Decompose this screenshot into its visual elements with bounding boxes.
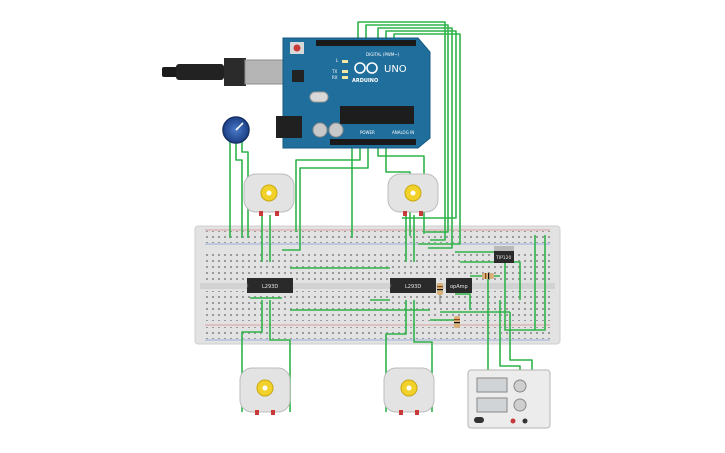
power-jack [276, 116, 302, 138]
dc-motor-top-left[interactable] [243, 173, 295, 216]
current-knob[interactable] [513, 398, 527, 412]
led-tx [342, 70, 348, 73]
digital-header [316, 40, 416, 46]
current-display [476, 397, 508, 413]
arduino-logo-icon [354, 62, 378, 74]
led-rx-label: RX [332, 75, 338, 80]
dc-motor-bottom-left[interactable] [239, 367, 291, 415]
usb-connector [224, 58, 246, 86]
negative-terminal [522, 418, 528, 424]
dc-power-supply[interactable] [467, 369, 551, 429]
power-rail-bottom [205, 327, 550, 339]
led-tx-label: TX [331, 69, 337, 74]
dc-motor-bottom-right[interactable] [383, 367, 435, 415]
led-l [342, 60, 348, 63]
breadboard [194, 225, 561, 345]
resistor-1[interactable] [437, 283, 443, 304]
terminal-strip-bottom [205, 291, 550, 321]
chip-label: L293D [262, 284, 278, 290]
usb-cable [176, 64, 224, 80]
tip120-transistor[interactable]: TIP120 [494, 246, 514, 263]
positive-terminal [510, 418, 516, 424]
chip-label: L293D [405, 284, 421, 290]
power-switch[interactable] [474, 417, 484, 423]
reset-button[interactable] [293, 44, 301, 52]
chip-label: opAmp [450, 284, 468, 290]
power-label: POWER [360, 130, 375, 135]
dc-motor-top-right[interactable] [387, 173, 439, 216]
digital-label: DIGITAL (PWM~) [366, 52, 400, 57]
analog-power-header [330, 139, 416, 145]
power-rail-top [205, 231, 550, 243]
l293d-chip-left[interactable]: L293D [247, 278, 293, 293]
analog-label: ANALOG IN [392, 130, 414, 135]
chip-label: TIP120 [495, 255, 512, 261]
resistor-3[interactable] [454, 316, 460, 328]
resistor-2[interactable] [482, 273, 494, 279]
arduino-uno[interactable]: L TX RX ARDUINO UNO DIGITAL (PWM~) POWER… [162, 37, 431, 149]
l293d-chip-right[interactable]: L293D [390, 278, 436, 293]
usb-cable-plug [162, 67, 178, 77]
led-l-label: L [336, 58, 339, 63]
led-rx [342, 76, 348, 79]
potentiometer-knob-indicator [235, 122, 244, 131]
arduino-brand: ARDUINO [352, 78, 378, 84]
arduino-model: UNO [384, 64, 407, 75]
op-amp-chip[interactable]: opAmp [446, 278, 472, 293]
voltage-knob[interactable] [513, 379, 527, 393]
potentiometer[interactable] [222, 116, 250, 144]
voltage-display [476, 377, 508, 393]
atmega-chip [340, 106, 414, 124]
